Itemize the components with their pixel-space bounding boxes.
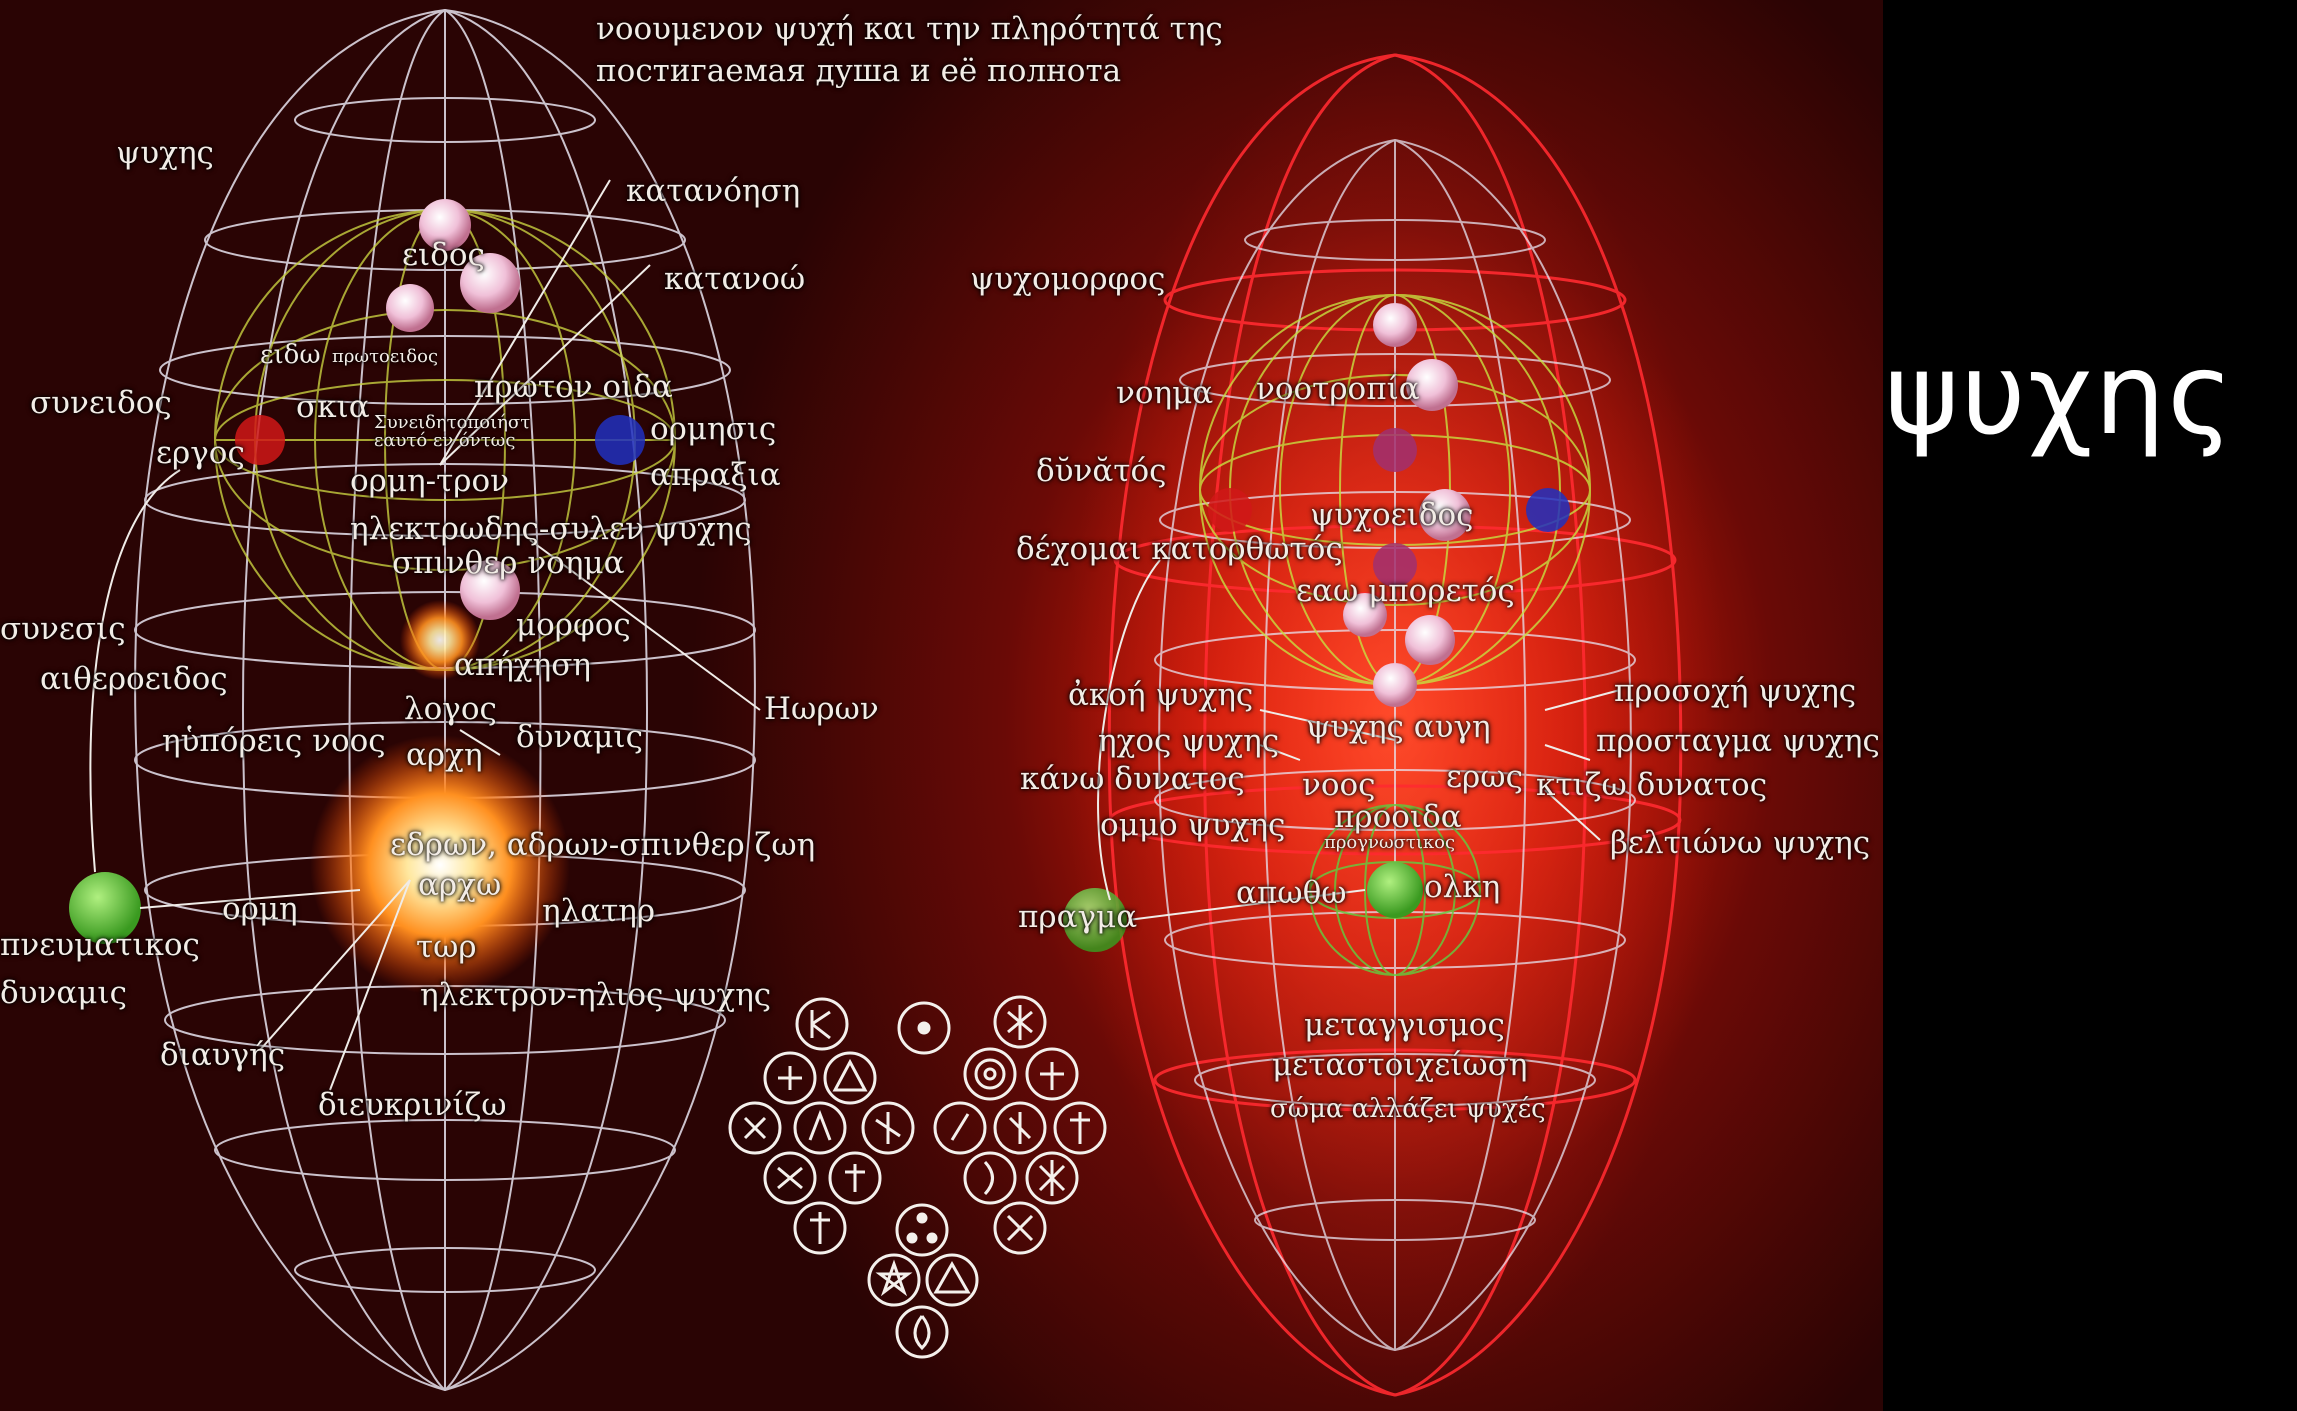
label-metaggismos: μεταγγισμος bbox=[1304, 1010, 1505, 1041]
label-akoi-psyches: ἀκοή ψυχης bbox=[1068, 680, 1253, 711]
label-diaygis: διαυγής bbox=[160, 1040, 285, 1071]
sigil-circle-icon bbox=[1055, 1103, 1105, 1153]
star-circle-icon bbox=[1027, 1153, 1077, 1203]
label-pneumatikos: πνευματικος bbox=[0, 930, 200, 961]
label-psychoeidos: ψυχοειδος bbox=[1310, 500, 1474, 531]
sigil-circle-icon bbox=[765, 1053, 815, 1103]
label-eidos: ειδος bbox=[402, 240, 485, 271]
triangle-circle-icon bbox=[927, 1255, 977, 1305]
label-ergos: εργος bbox=[156, 438, 245, 469]
diagram-graphics bbox=[0, 0, 1883, 1411]
sigil-circle-icon bbox=[965, 1153, 1015, 1203]
label-prognostikos: προγνωστικος bbox=[1324, 834, 1455, 852]
label-eao-boretos: εαω μπορετός bbox=[1296, 576, 1515, 607]
sigil-cluster bbox=[730, 997, 1105, 1357]
label-edron: εδρων, αδρων-σπινθερ ζωη bbox=[390, 830, 815, 861]
side-panel bbox=[1883, 0, 2297, 1411]
cross-circle-icon bbox=[1027, 1049, 1077, 1099]
label-prostagma: προσταγμα ψυχης bbox=[1596, 726, 1880, 757]
label-tor: τωρ bbox=[416, 932, 477, 963]
three-dots-circle-icon bbox=[897, 1205, 947, 1255]
label-soma-allazei: σώμα αλλάζει ψυχές bbox=[1270, 1096, 1546, 1122]
label-noima: νοημα bbox=[1116, 378, 1213, 409]
label-ommo-psyches: ομμο ψυχης bbox=[1100, 810, 1285, 841]
label-katanoisi: κατανόηση bbox=[626, 176, 800, 207]
header-line-greek: νοουμενον ψυχή και την πληρότητά της bbox=[596, 14, 1223, 45]
label-apraxia: απραξια bbox=[650, 460, 781, 491]
label-ilektron-ilios: ηλεκτρον-ηλιος ψυχης bbox=[420, 980, 771, 1011]
sigil-circle-icon bbox=[765, 1153, 815, 1203]
label-dechomai: δέχομαι κατορθωτός bbox=[1016, 534, 1343, 565]
label-apichisi: απήχηση bbox=[454, 650, 591, 681]
label-ipories-noos: ηὑπόρεις νοος bbox=[162, 726, 386, 757]
label-skia: σκια bbox=[296, 392, 370, 423]
sigil-circle-icon bbox=[795, 1203, 845, 1253]
label-dynamis-2: δυναμις bbox=[0, 978, 127, 1009]
label-orme-tron: ορμη-τρον bbox=[350, 466, 509, 497]
label-pragma: πραγμα bbox=[1018, 902, 1137, 933]
label-ilatir: ηλατηρ bbox=[542, 896, 655, 927]
label-prosochi: προσοχή ψυχης bbox=[1614, 676, 1856, 707]
label-ichos-psyches: ηχος ψυχης bbox=[1098, 726, 1279, 757]
label-apotho: απωθω bbox=[1236, 878, 1347, 909]
label-psyches: ψυχης bbox=[116, 138, 214, 169]
label-protoeidos: πρωτοειδος bbox=[332, 348, 438, 366]
label-kano-dynatos: κάνω δυνατος bbox=[1020, 764, 1245, 795]
label-proodia: προοιδα bbox=[1334, 802, 1462, 833]
label-psyches-avgi: ψυχης αυγη bbox=[1306, 712, 1491, 743]
sigil-circle-icon bbox=[995, 997, 1045, 1047]
label-syneidito-2: εαυτό εν όντως bbox=[374, 432, 515, 450]
label-noos: νοος bbox=[1302, 770, 1376, 801]
label-metastoicheiosi: μεταστοιχείωση bbox=[1272, 1050, 1527, 1081]
sigil-circle-icon bbox=[995, 1203, 1045, 1253]
label-psychomorfos: ψυχομορφος bbox=[970, 264, 1165, 295]
label-dieukrinizo: διευκρινίζω bbox=[318, 1090, 507, 1121]
label-ktizo-dynatos: κτιζω δυνατος bbox=[1536, 770, 1767, 801]
label-archi: αρχη bbox=[406, 740, 483, 771]
label-veltiono: βελτιώνω ψυχης bbox=[1610, 828, 1870, 859]
star-circle-icon bbox=[869, 1255, 919, 1305]
label-ormisis: ορμησις bbox=[650, 414, 776, 445]
side-title: ψυχης bbox=[1885, 330, 2235, 460]
header-line-russian: постигаемая душа и её полнота bbox=[596, 56, 1121, 87]
sigil-circle-icon bbox=[863, 1103, 913, 1153]
sigil-circle-icon bbox=[935, 1103, 985, 1153]
label-olki: ολκη bbox=[1424, 872, 1500, 903]
sigil-circle-icon bbox=[830, 1153, 880, 1203]
sigil-circle-icon bbox=[995, 1103, 1045, 1153]
label-dynatos: δῠνᾰτός bbox=[1036, 456, 1166, 487]
label-horon: Ηωρων bbox=[764, 694, 879, 725]
label-morfos: μορφος bbox=[516, 610, 631, 641]
dot-circle-icon bbox=[899, 1003, 949, 1053]
label-eido: ειδω bbox=[260, 342, 321, 368]
label-dynamis: δυναμις bbox=[516, 722, 643, 753]
triangle-circle-icon bbox=[825, 1053, 875, 1103]
label-logos: λογος bbox=[404, 694, 497, 725]
label-proton-oida: πρωτον οιδα bbox=[474, 372, 673, 403]
label-nootropia: νοοτροπία bbox=[1256, 374, 1420, 405]
sigil-circle-icon bbox=[795, 1103, 845, 1153]
label-spinther-noima: σπινθερ νοημα bbox=[392, 548, 625, 579]
label-syneidos: συνειδος bbox=[30, 388, 172, 419]
label-aitheroeidos: αιθεροειδος bbox=[40, 664, 228, 695]
label-katanoo: κατανοώ bbox=[664, 264, 805, 295]
sigil-circle-icon bbox=[730, 1103, 780, 1153]
flame-circle-icon bbox=[897, 1307, 947, 1357]
label-ormi: ορμη bbox=[222, 894, 298, 925]
label-archo: αρχω bbox=[418, 870, 501, 901]
rune-circle-icon bbox=[797, 999, 847, 1049]
label-synesis: συνεσις bbox=[0, 614, 126, 645]
label-ilektrodis: ηλεκτρωδης-συλεν ψυχης bbox=[350, 514, 752, 545]
label-erus: ερως bbox=[1446, 762, 1523, 793]
target-circle-icon bbox=[965, 1049, 1015, 1099]
